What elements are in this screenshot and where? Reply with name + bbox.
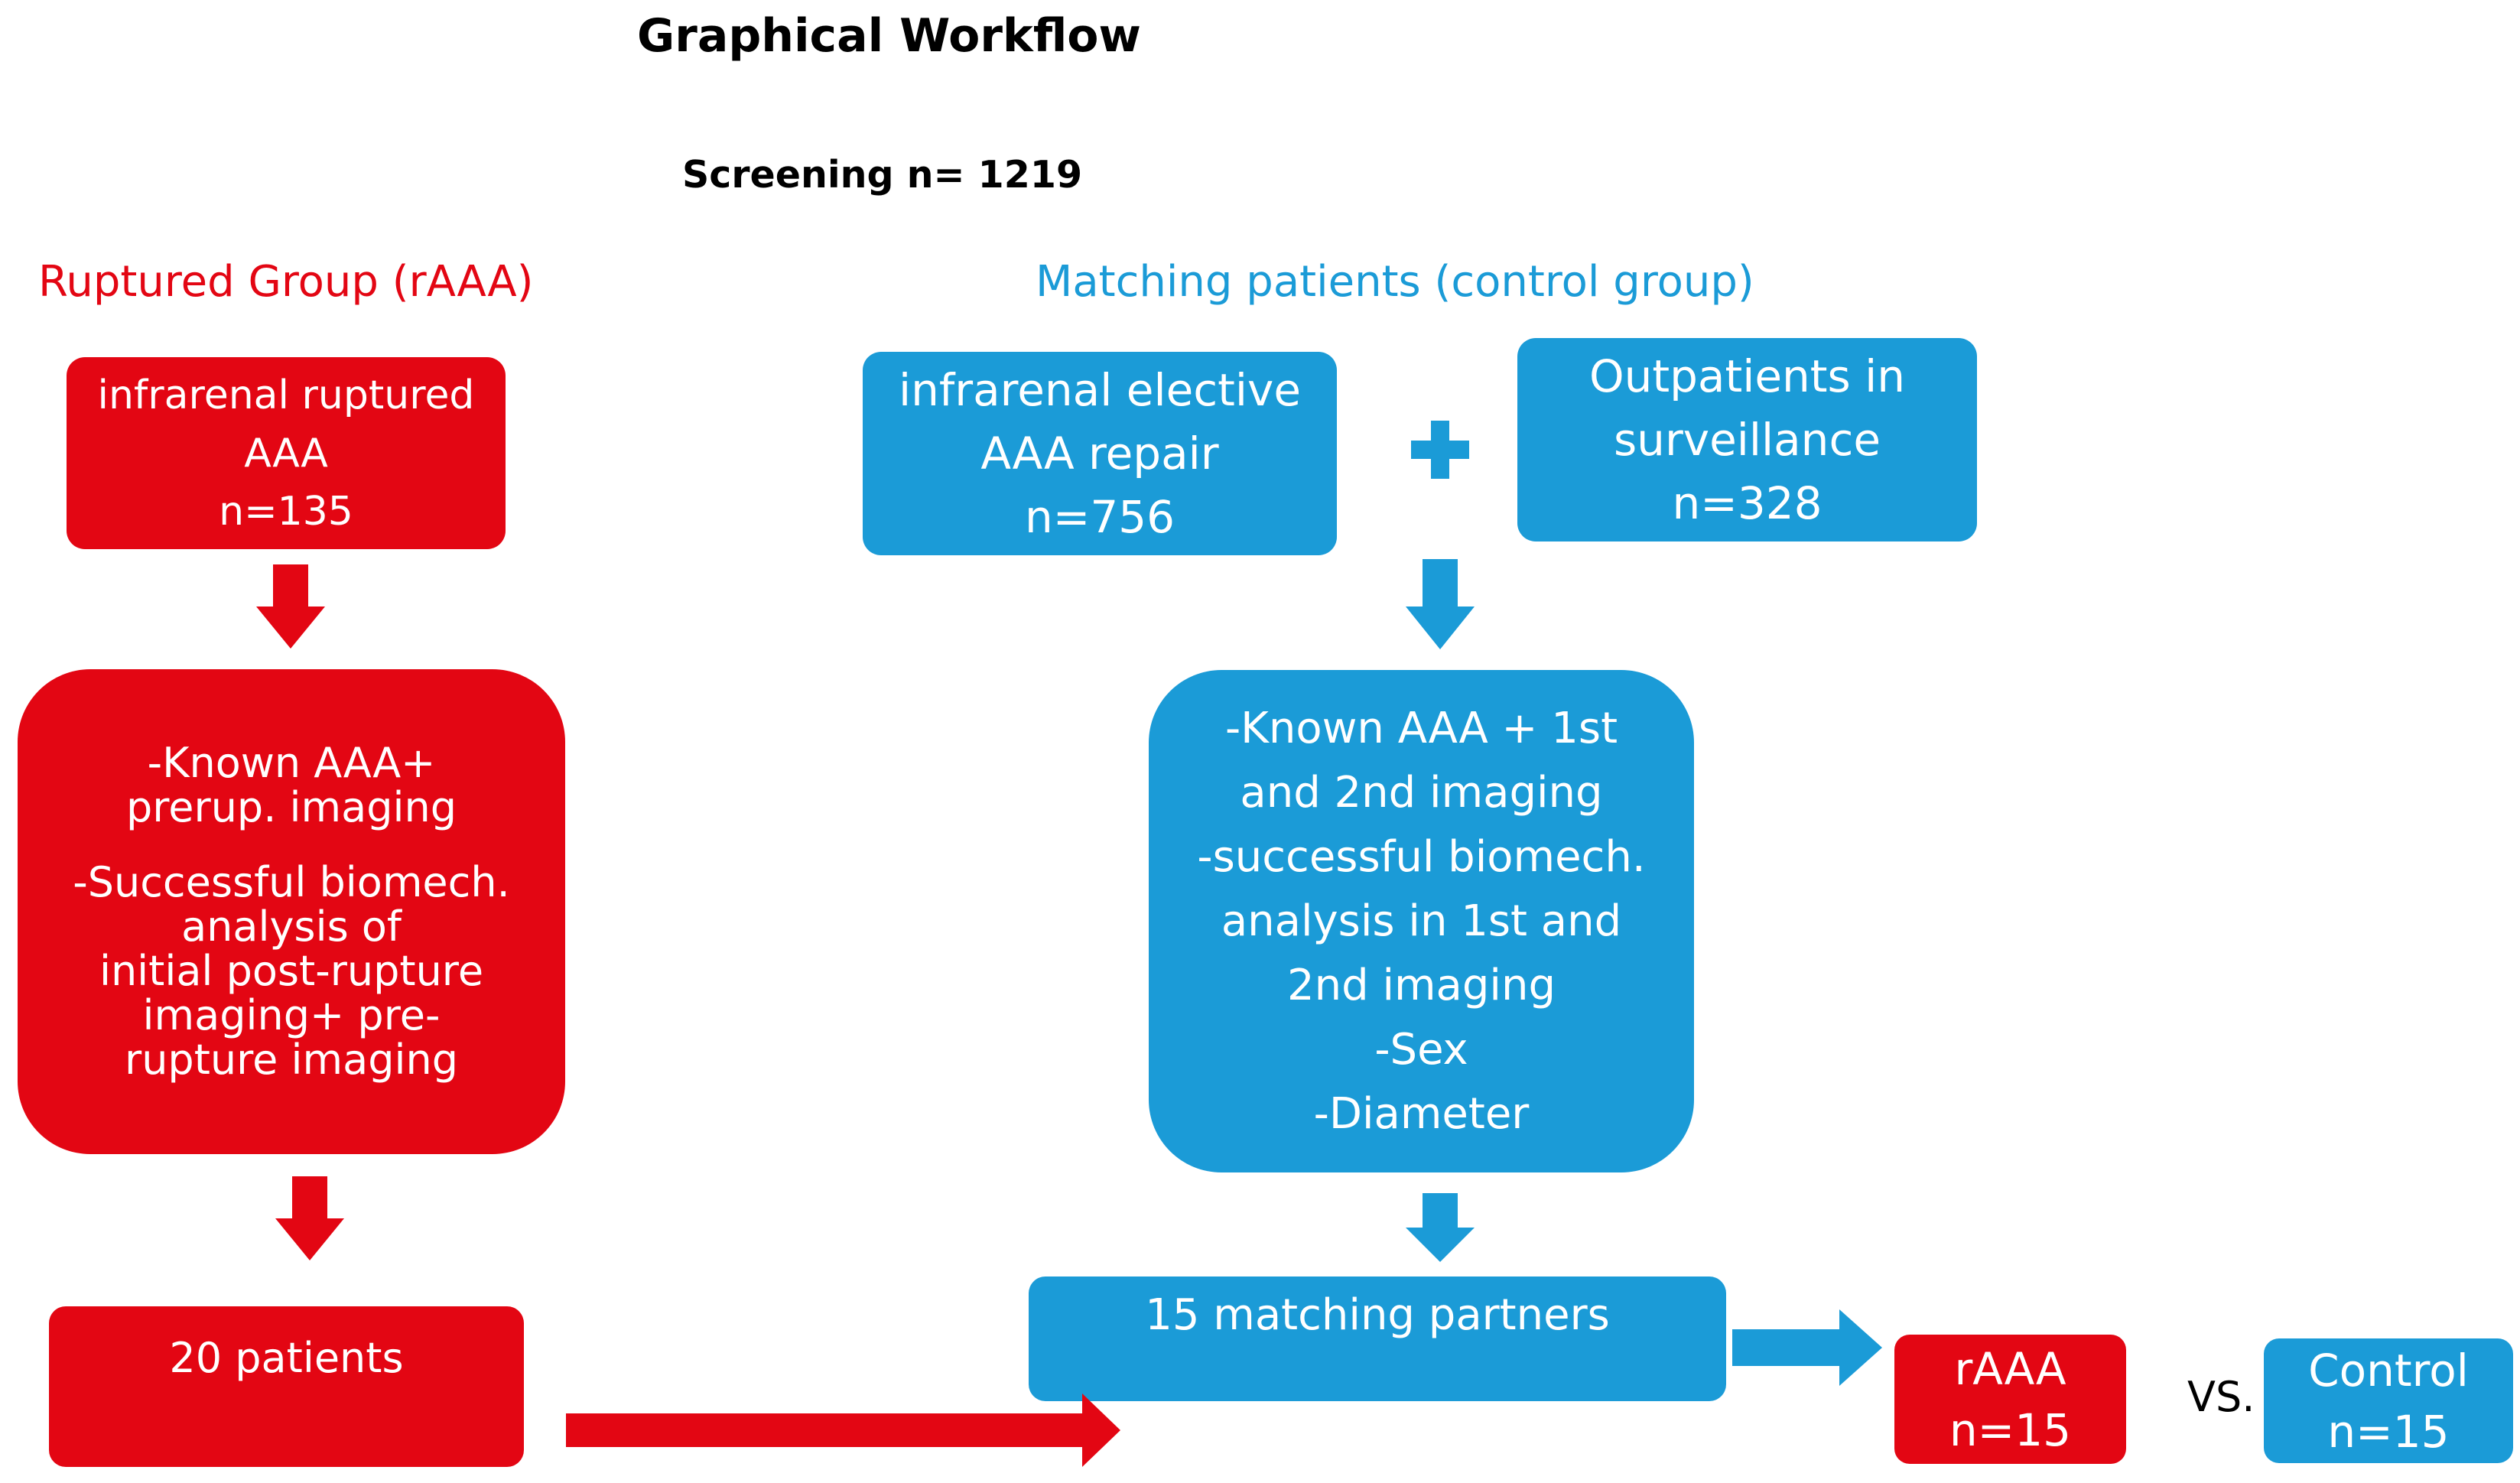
arrow-icon xyxy=(1406,559,1475,649)
control-result-label: Control xyxy=(2308,1344,2469,1397)
control-result-count: n=15 xyxy=(2327,1405,2450,1458)
control-criteria-line-1: -Known AAA + 1st xyxy=(1224,703,1618,753)
outpatients-line-2: surveillance xyxy=(1613,413,1881,466)
matching-group-heading: Matching patients (control group) xyxy=(1036,257,1754,307)
arrow-icon xyxy=(566,1394,1120,1467)
ruptured-criteria-line-1: -Known AAA+ xyxy=(147,739,436,787)
raaa-result-count: n=15 xyxy=(1949,1403,2072,1456)
elective-repair-line-3: n=756 xyxy=(1024,490,1175,543)
control-criteria-box: -Known AAA + 1st and 2nd imaging -succes… xyxy=(1149,670,1694,1172)
ruptured-criteria-line-4: analysis of xyxy=(181,902,402,951)
control-criteria-line-2: and 2nd imaging xyxy=(1240,767,1603,818)
versus-label: VS. xyxy=(2187,1373,2255,1421)
ruptured-aaa-line-3: n=135 xyxy=(219,488,353,535)
elective-repair-line-2: AAA repair xyxy=(980,427,1219,480)
elective-repair-box: infrarenal elective AAA repair n=756 xyxy=(863,352,1337,555)
arrow-icon xyxy=(256,564,325,649)
control-criteria-line-6: -Sex xyxy=(1374,1024,1468,1075)
ruptured-criteria-line-7: rupture imaging xyxy=(125,1036,458,1084)
raaa-result-box: rAAA n=15 xyxy=(1894,1335,2126,1464)
ruptured-aaa-box: infrarenal ruptured AAA n=135 xyxy=(67,357,506,549)
ruptured-aaa-line-2: AAA xyxy=(244,430,328,476)
matching-partners-box: 15 matching partners xyxy=(1029,1276,1726,1401)
diagram-title: Graphical Workflow xyxy=(637,9,1141,63)
arrow-icon xyxy=(275,1176,344,1260)
ruptured-criteria-line-5: initial post-rupture xyxy=(99,947,484,995)
matching-partners-label: 15 matching partners xyxy=(1145,1290,1610,1340)
ruptured-criteria-box: -Known AAA+ prerup. imaging -Successful … xyxy=(18,669,565,1154)
control-criteria-line-4: analysis in 1st and xyxy=(1221,896,1622,946)
plus-icon xyxy=(1411,421,1469,479)
ruptured-criteria-line-2: prerup. imaging xyxy=(125,783,457,831)
control-criteria-line-3: -successful biomech. xyxy=(1197,831,1646,882)
raaa-result-label: rAAA xyxy=(1954,1342,2066,1395)
outpatients-line-1: Outpatients in xyxy=(1588,350,1906,402)
ruptured-patients-label: 20 patients xyxy=(169,1334,404,1382)
arrow-icon xyxy=(1406,1193,1475,1262)
outpatients-line-3: n=328 xyxy=(1672,476,1823,529)
arrow-icon xyxy=(1732,1309,1882,1386)
ruptured-criteria-line-3: -Successful biomech. xyxy=(73,858,510,906)
control-result-box: Control n=15 xyxy=(2264,1338,2513,1463)
ruptured-criteria-line-6: imaging+ pre- xyxy=(142,991,441,1039)
elective-repair-line-1: infrarenal elective xyxy=(898,363,1302,416)
ruptured-patients-box: 20 patients xyxy=(49,1306,524,1467)
control-criteria-line-5: 2nd imaging xyxy=(1286,960,1556,1010)
ruptured-group-heading: Ruptured Group (rAAA) xyxy=(38,257,534,307)
screening-count: Screening n= 1219 xyxy=(682,153,1083,197)
outpatients-box: Outpatients in surveillance n=328 xyxy=(1517,338,1977,541)
control-criteria-line-7: -Diameter xyxy=(1313,1088,1530,1139)
ruptured-aaa-line-1: infrarenal ruptured xyxy=(97,372,475,418)
